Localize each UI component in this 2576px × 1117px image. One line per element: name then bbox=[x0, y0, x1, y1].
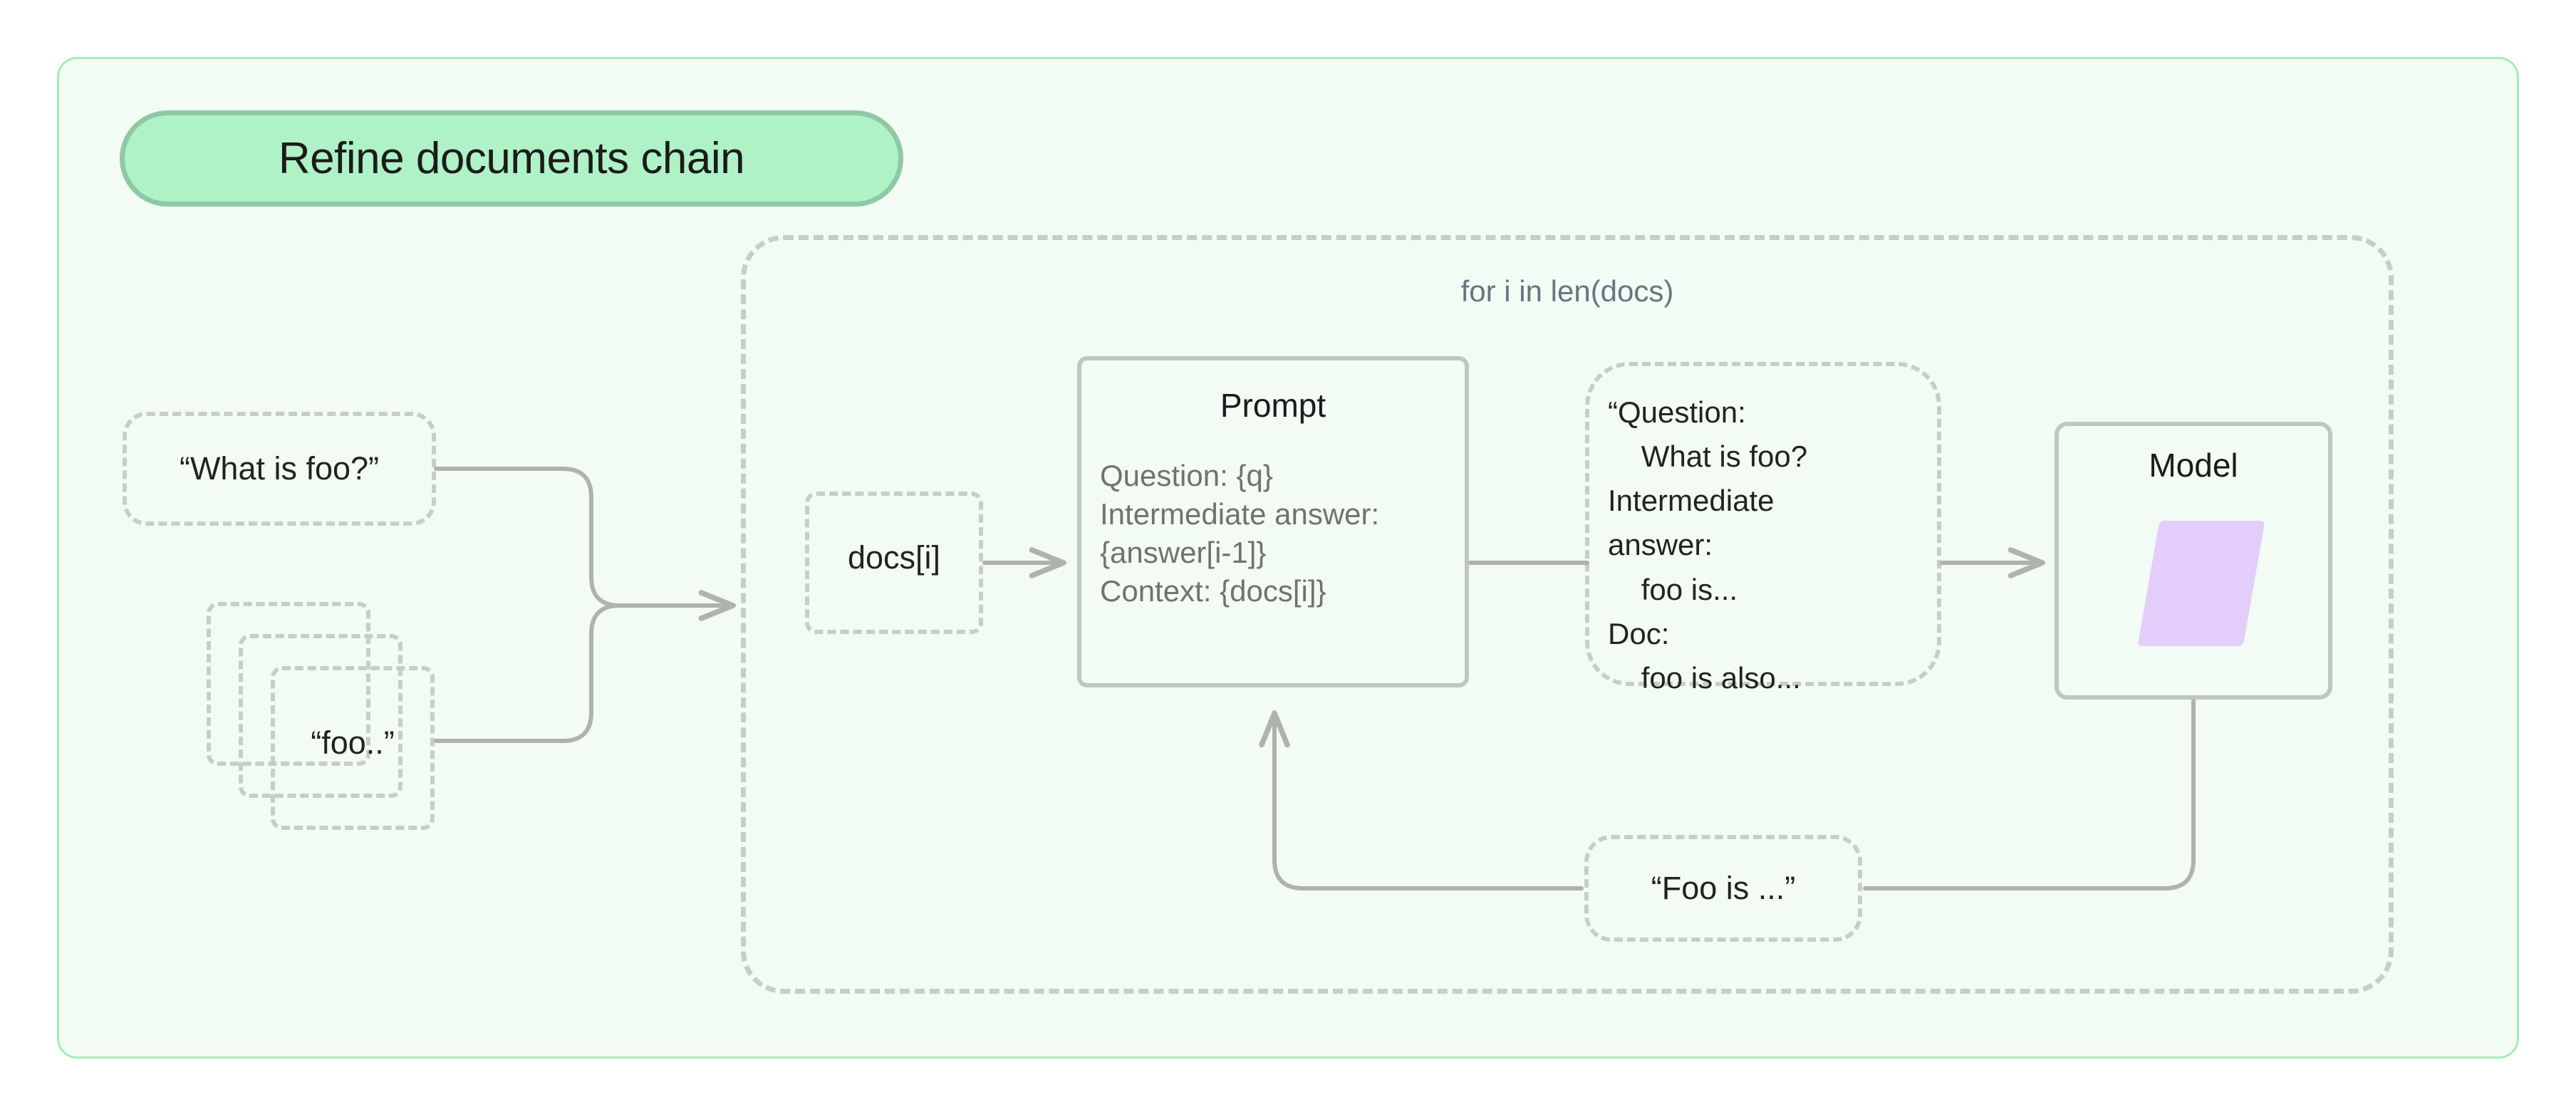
prompt-line-4: Context: {docs[i]} bbox=[1100, 573, 1326, 608]
input-question-label: “What is foo?” bbox=[179, 450, 380, 487]
loop-label: for i in len(docs) bbox=[1460, 274, 1674, 308]
document-shape-middle bbox=[239, 634, 402, 798]
rendered-prompt-text: “Question: What is foo? Intermediate ans… bbox=[1608, 395, 1808, 695]
diagram-title-badge: Refine documents chain bbox=[120, 110, 903, 207]
model-shape-icon bbox=[2138, 521, 2265, 646]
document-shape-front bbox=[271, 666, 435, 830]
prompt-body: Question: {q} Intermediate answer: {answ… bbox=[1100, 459, 1458, 614]
input-node-question: “What is foo?” bbox=[123, 412, 436, 526]
docs-index-label: docs[i] bbox=[847, 539, 941, 576]
node-docs-index: docs[i] bbox=[805, 492, 983, 634]
prompt-line-2: Intermediate answer: bbox=[1100, 497, 1380, 531]
node-rendered-prompt: “Question: What is foo? Intermediate ans… bbox=[1585, 362, 1941, 695]
node-model: Model bbox=[2055, 422, 2332, 700]
diagram-title-label: Refine documents chain bbox=[278, 134, 745, 183]
loop-container bbox=[741, 235, 2394, 994]
document-shape-back bbox=[207, 602, 370, 766]
model-output-label: “Foo is ...” bbox=[1651, 870, 1796, 906]
prompt-line-1: Question: {q} bbox=[1100, 459, 1273, 492]
input-node-documents: “foo..” bbox=[207, 602, 449, 830]
node-prompt: Prompt Question: {q} Intermediate answer… bbox=[1077, 356, 1469, 687]
input-documents-label: “foo..” bbox=[311, 724, 395, 761]
document-shape-docs-index bbox=[805, 492, 983, 634]
prompt-line-3: {answer[i-1]} bbox=[1100, 535, 1267, 569]
node-model-output: “Foo is ...” bbox=[1584, 835, 1862, 942]
model-title: Model bbox=[2149, 447, 2238, 484]
prompt-title: Prompt bbox=[1220, 387, 1326, 424]
